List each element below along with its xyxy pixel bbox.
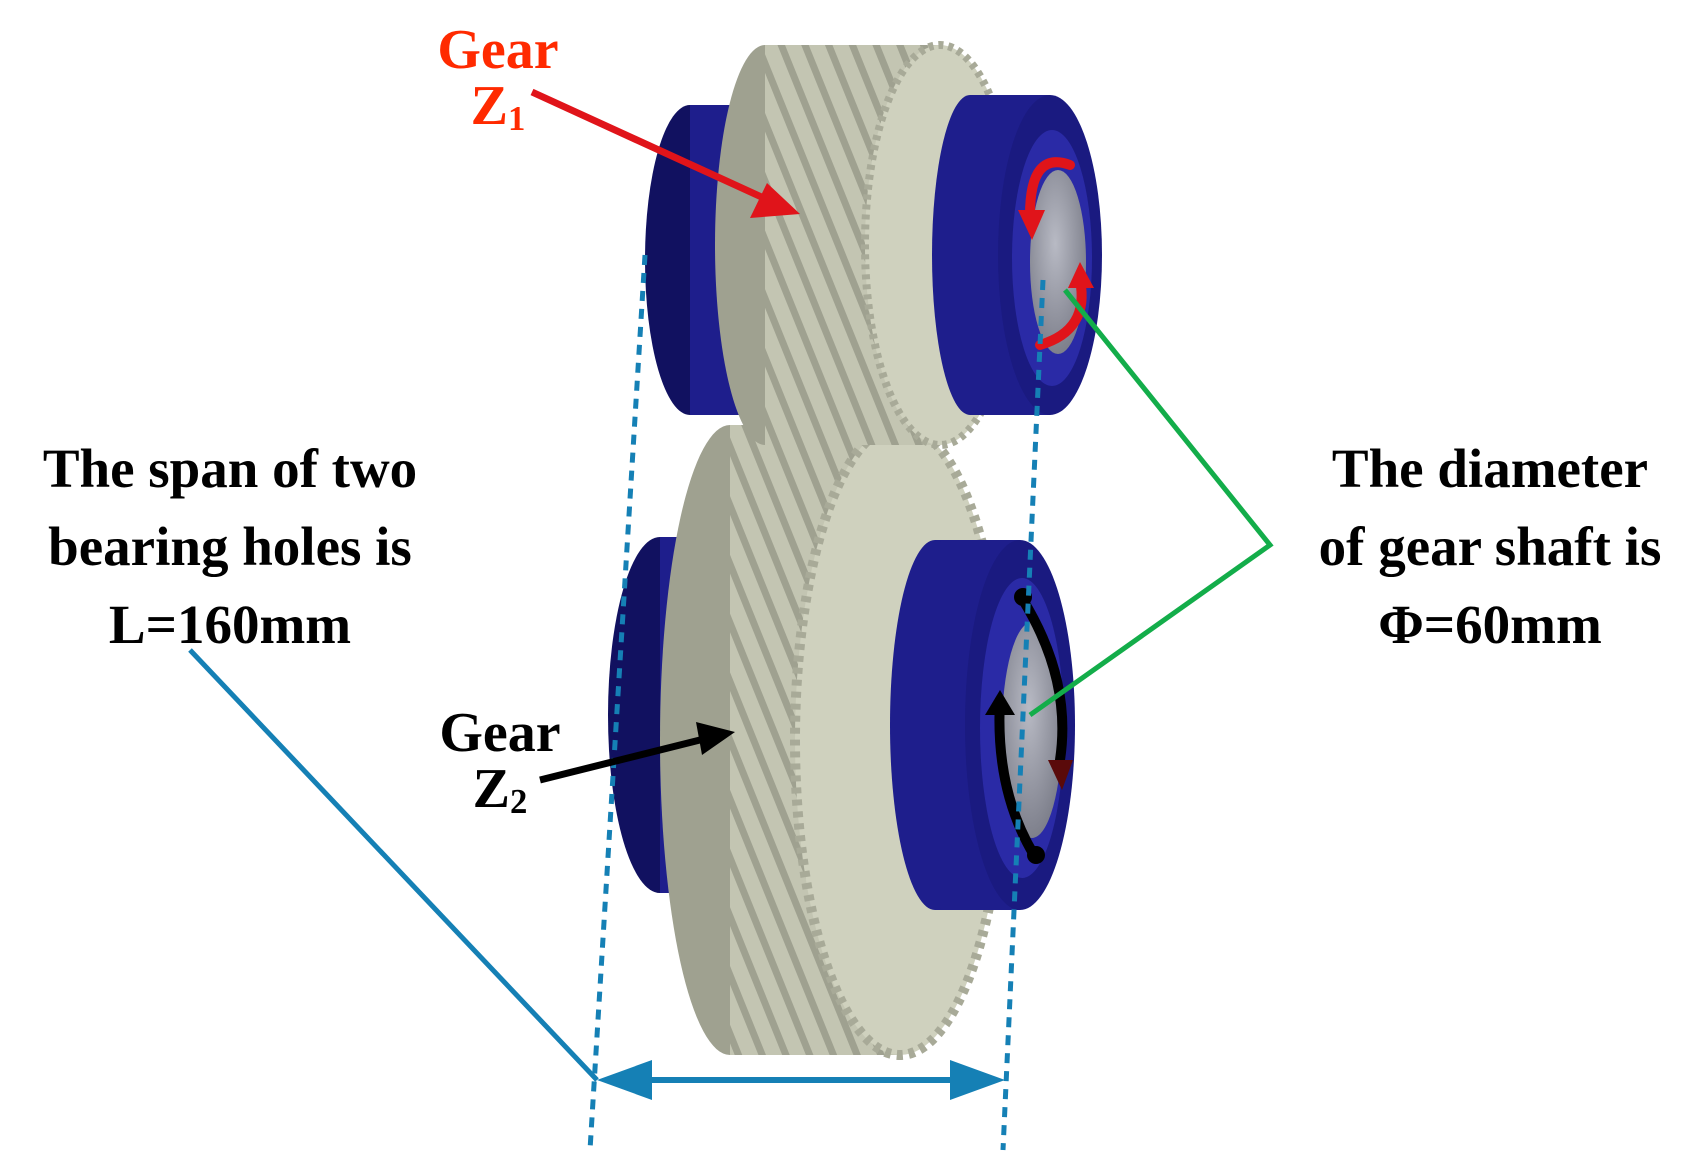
span-leader-line (188, 648, 599, 1082)
gear-z2-pointer-arrow (539, 722, 735, 784)
diameter-leader-lines (1028, 288, 1274, 718)
span-dimension-arrow (597, 1060, 1005, 1100)
span-line-1: The span of two (42, 438, 418, 499)
span-annotation: The span of two bearing holes is L=160mm (0, 430, 460, 664)
span-line-3: L=160mm (108, 594, 352, 655)
left-projection-line (587, 254, 648, 1151)
gear-z2-symbol: Z2 (472, 758, 528, 822)
gear-z2-label: Gear Z2 (420, 705, 580, 820)
gear-z1 (645, 41, 1102, 449)
gear-z2-shaft (1002, 622, 1062, 838)
diameter-line-1: The diameter (1331, 438, 1649, 499)
gear-z2-rotation-arrow (985, 588, 1073, 864)
gear-z1-rotation-arrow (1018, 157, 1094, 350)
diameter-line-2: of gear shaft is (1318, 516, 1662, 577)
gear-z1-symbol: Z1 (470, 75, 526, 139)
diameter-line-3: Φ=60mm (1378, 594, 1602, 655)
gear-z1-word: Gear (437, 19, 559, 81)
gear-z2-right-bearing (890, 540, 1075, 910)
gear-z1-pointer-arrow (530, 88, 800, 218)
diameter-annotation: The diameter of gear shaft is Φ=60mm (1290, 430, 1690, 664)
right-projection-line (1000, 279, 1046, 1151)
projection-lines (587, 254, 1046, 1151)
span-line-2: bearing holes is (48, 516, 412, 577)
gear-z2-word: Gear (439, 702, 561, 764)
gear-z1-body (715, 41, 1019, 449)
gear-z1-label: Gear Z1 (418, 22, 578, 137)
gear-z1-right-bearing (932, 95, 1102, 415)
gear-z2 (608, 420, 1075, 1060)
